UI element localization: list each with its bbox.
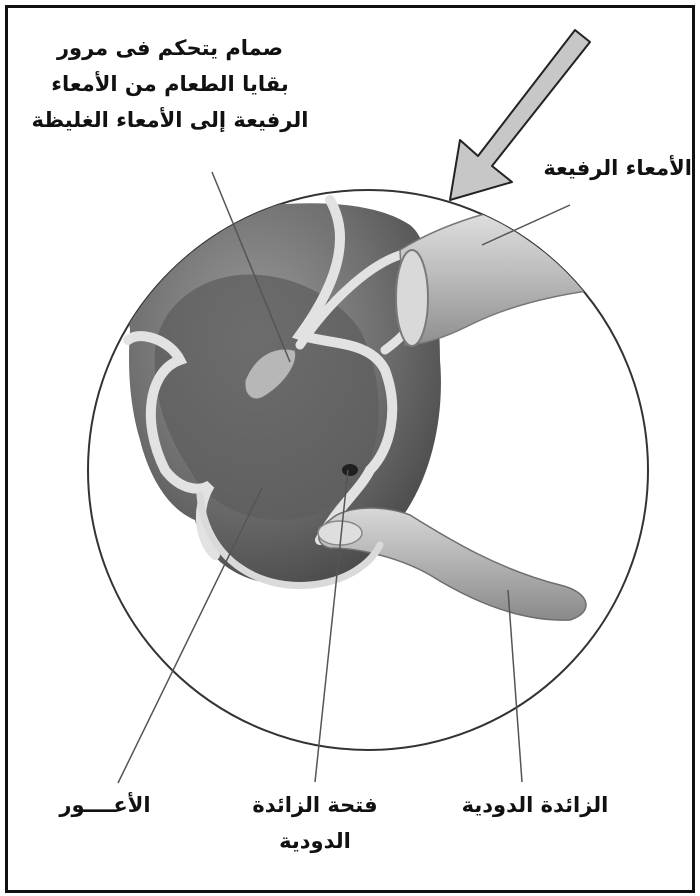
label-small-intestine-text: الأمعاء الرفيعة — [520, 150, 692, 186]
label-appendix-opening: فتحة الزائدة الدودية — [220, 787, 410, 859]
label-cecum-text: الأعــــور — [30, 787, 180, 823]
small-intestine-opening — [396, 250, 428, 346]
label-appendix: الزائدة الدودية — [440, 787, 630, 823]
label-small-intestine: الأمعاء الرفيعة — [520, 150, 700, 186]
label-appendix-text: الزائدة الدودية — [440, 787, 630, 823]
label-valve-line3: الرفيعة إلى الأمعاء الغليظة — [20, 102, 320, 138]
label-cecum: الأعــــور — [30, 787, 180, 823]
label-appendix-opening-line2: الدودية — [220, 823, 410, 859]
label-valve-line1: صمام يتحكم فى مرور — [20, 30, 320, 66]
label-valve-line2: بقايا الطعام من الأمعاء — [20, 66, 320, 102]
appendix-opening-spot — [342, 464, 358, 476]
label-valve: صمام يتحكم فى مرور بقايا الطعام من الأمع… — [20, 30, 320, 138]
label-appendix-opening-line1: فتحة الزائدة — [220, 787, 410, 823]
